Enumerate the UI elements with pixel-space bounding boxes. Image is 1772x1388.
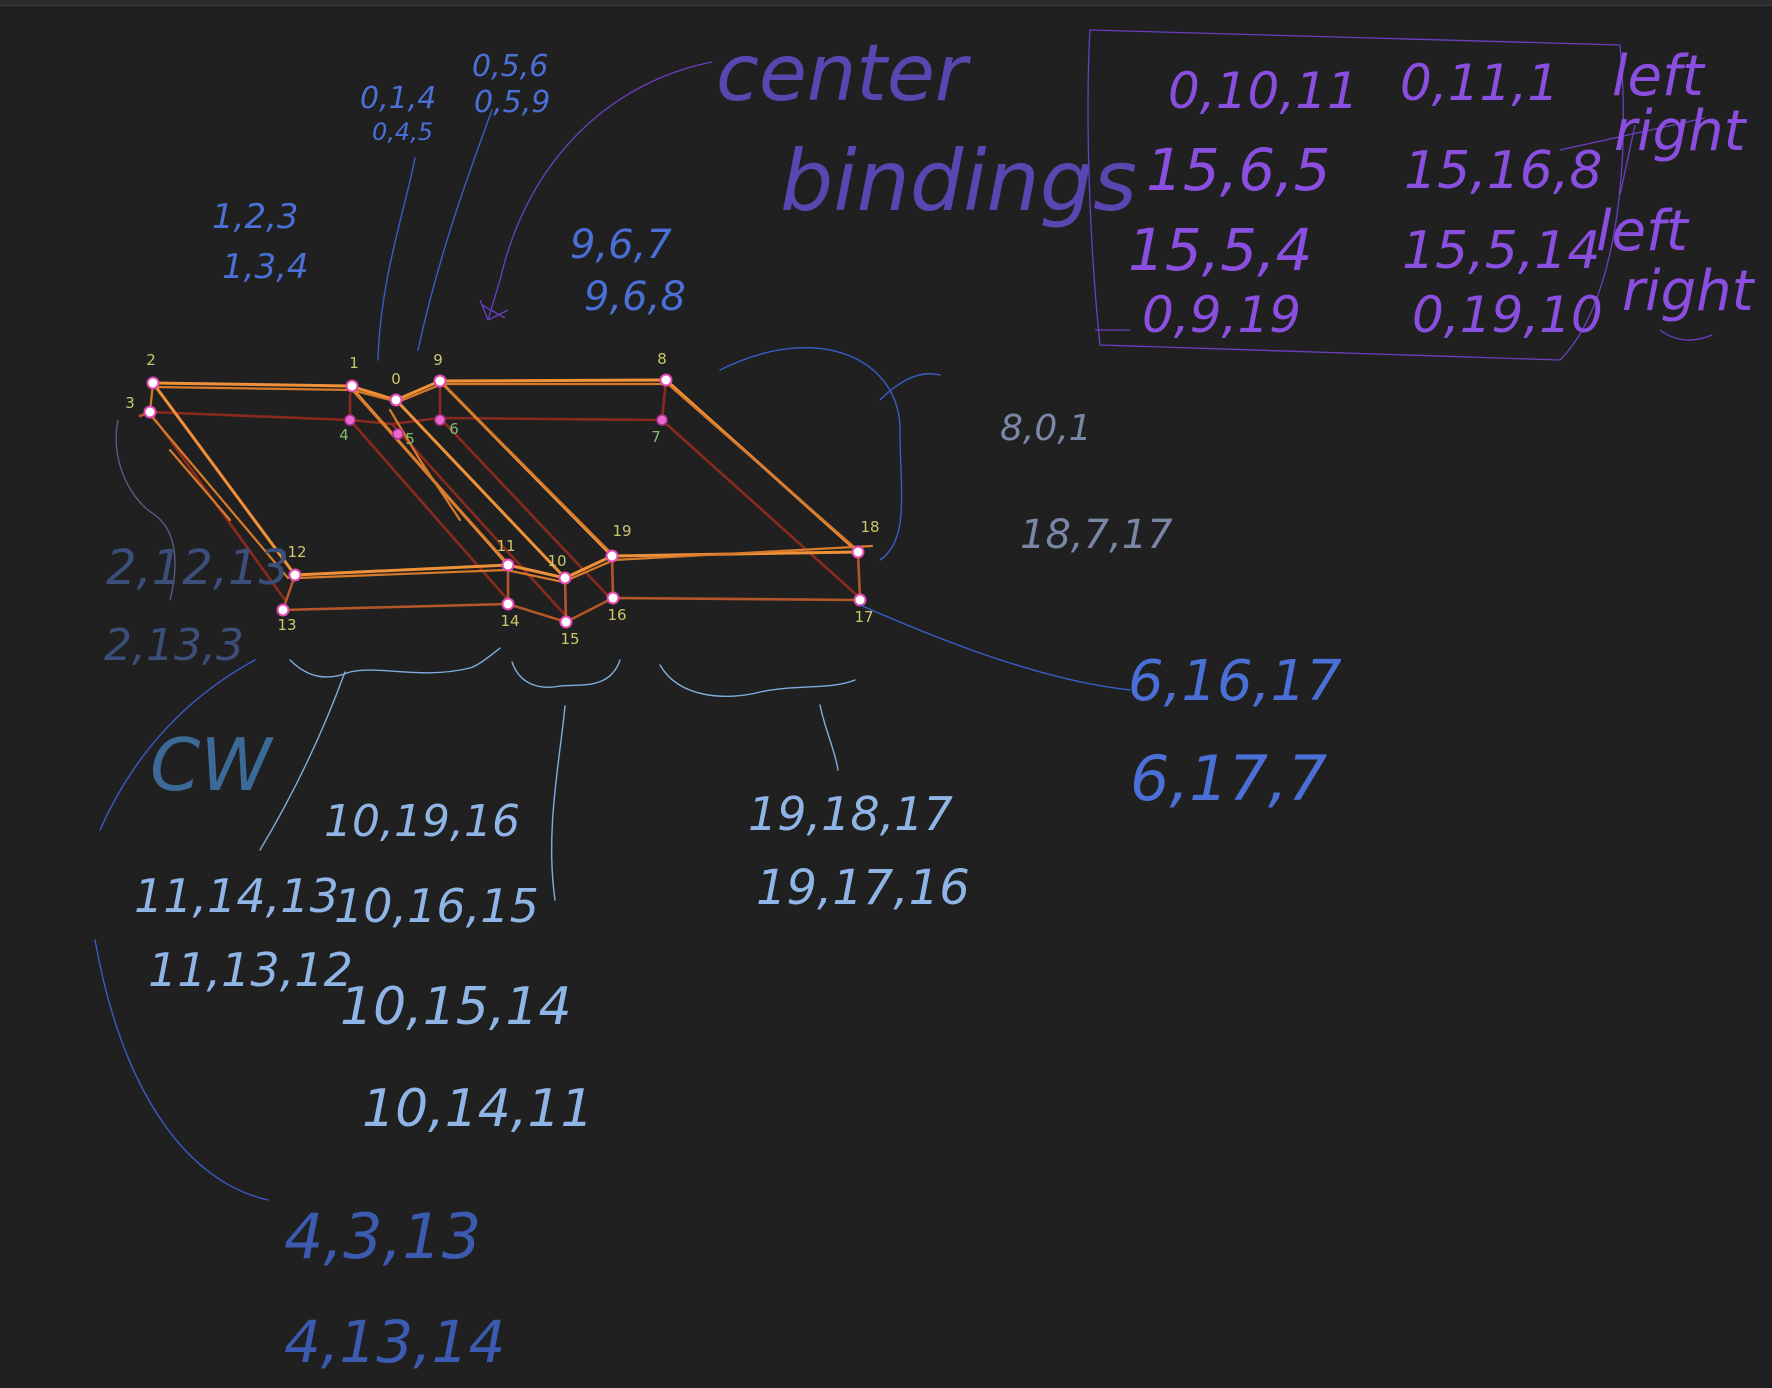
- vertex-marker-1: [345, 379, 359, 393]
- vertex-marker-17: [853, 593, 867, 607]
- vertex-label-9: 9: [433, 351, 443, 369]
- vertex-marker-10: [558, 571, 572, 585]
- vertex-label-14: 14: [500, 612, 519, 630]
- binding-c2-r4: 0,19,10: [1412, 286, 1603, 344]
- vertex-label-2: 2: [146, 351, 156, 369]
- connector-strokes: [94, 29, 1713, 1201]
- vertex-marker-8: [659, 373, 673, 387]
- vertex-marker-5: [392, 428, 404, 440]
- top-b-line-1: 0,5,6: [472, 49, 548, 84]
- right-side-line-2: 18,7,17: [1020, 512, 1173, 558]
- vertex-label-13: 13: [277, 616, 296, 634]
- vertex-label-19: 19: [612, 522, 631, 540]
- vertex-marker-9: [433, 374, 447, 388]
- bottom-left-line-1: 11,14,13: [134, 869, 339, 923]
- vertex-label-18: 18: [860, 518, 879, 536]
- vertex-label-6: 6: [449, 420, 459, 438]
- bottom-right-line-1: 19,18,17: [748, 787, 953, 841]
- binding-c2-r1: 0,11,1: [1400, 54, 1559, 112]
- bottom-far-line-1: 4,3,13: [284, 1200, 481, 1273]
- vertex-label-12: 12: [287, 543, 306, 561]
- vertex-marker-0: [389, 393, 403, 407]
- bottom-mid-line-4: 10,14,11: [362, 1079, 594, 1139]
- bottom-mid-line-3: 10,15,14: [340, 977, 572, 1037]
- vertex-marker-3: [143, 405, 157, 419]
- bindings-table: 0,10,11 15,6,5 15,5,4 0,9,19 0,11,1 15,1…: [1128, 44, 1756, 344]
- vertex-marker-2: [146, 376, 160, 390]
- binding-c2-r3: 15,5,14: [1402, 221, 1600, 281]
- vertex-label-11: 11: [496, 537, 515, 555]
- binding-side-r2: right: [1614, 99, 1748, 164]
- vertex-marker-12: [288, 568, 302, 582]
- vertex-marker-6: [434, 414, 446, 426]
- window-top-border: [0, 0, 1772, 6]
- top-a-line-2: 0,4,5: [372, 118, 433, 146]
- binding-c2-r2: 15,16,8: [1404, 141, 1602, 201]
- far-right-line-2: 6,17,7: [1130, 742, 1327, 815]
- binding-side-r4: right: [1622, 259, 1756, 324]
- vertex-label-5: 5: [405, 430, 415, 448]
- vertex-label-1: 1: [349, 354, 359, 372]
- left-face-line-1: 1,2,3: [212, 197, 299, 237]
- binding-c1-r4: 0,9,19: [1142, 286, 1301, 344]
- vertex-label-7: 7: [651, 428, 661, 446]
- bottom-right-line-2: 19,17,16: [756, 860, 970, 916]
- vertex-marker-16: [606, 591, 620, 605]
- binding-side-r3: left: [1596, 199, 1690, 264]
- vertex-marker-13: [276, 603, 290, 617]
- vertex-marker-15: [559, 615, 573, 629]
- far-right-line-1: 6,16,17: [1128, 649, 1342, 714]
- vertex-label-0: 0: [391, 370, 401, 388]
- top-a-line-1: 0,1,4: [360, 81, 436, 116]
- vertex-marker-11: [501, 558, 515, 572]
- vertex-marker-4: [344, 414, 356, 426]
- binding-side-r1: left: [1612, 44, 1706, 109]
- vertex-label-10: 10: [547, 552, 566, 570]
- vertex-label-3: 3: [125, 394, 135, 412]
- bottom-left-line-2: 11,13,12: [148, 943, 353, 997]
- vertex-label-8: 8: [657, 350, 667, 368]
- bottom-mid-line-2: 10,16,15: [334, 879, 539, 933]
- bottom-mid-line-1: 10,19,16: [324, 796, 520, 847]
- annotations: 1,2,3 1,3,4 0,1,4 0,4,5 0,5,6 0,5,9 9,6,…: [104, 29, 1756, 1376]
- center-title-line-1: center: [716, 29, 972, 119]
- left-face-line-2: 1,3,4: [222, 247, 309, 287]
- vertex-label-16: 16: [607, 606, 626, 624]
- bottom-far-line-2: 4,13,14: [284, 1308, 505, 1376]
- right-side-line-1: 8,0,1: [1000, 408, 1092, 449]
- binding-c1-r1: 0,10,11: [1168, 62, 1359, 120]
- binding-c1-r2: 15,6,5: [1146, 136, 1330, 204]
- cw-label: CW: [150, 723, 274, 807]
- right-top-line-2: 9,6,8: [584, 274, 686, 320]
- left-side-line-1: 2,12,13: [106, 540, 289, 596]
- binding-c1-r3: 15,5,4: [1128, 216, 1312, 284]
- vertex-marker-18: [851, 545, 865, 559]
- vertex-marker-14: [501, 597, 515, 611]
- left-side-line-2: 2,13,3: [104, 620, 244, 671]
- center-title-line-2: bindings: [780, 132, 1137, 230]
- vertex-marker-19: [605, 549, 619, 563]
- right-top-line-1: 9,6,7: [570, 222, 672, 268]
- vertex-label-17: 17: [854, 608, 873, 626]
- top-b-line-2: 0,5,9: [474, 85, 550, 120]
- vertex-label-15: 15: [560, 630, 579, 648]
- vertex-label-4: 4: [339, 426, 349, 444]
- vertex-marker-7: [656, 414, 668, 426]
